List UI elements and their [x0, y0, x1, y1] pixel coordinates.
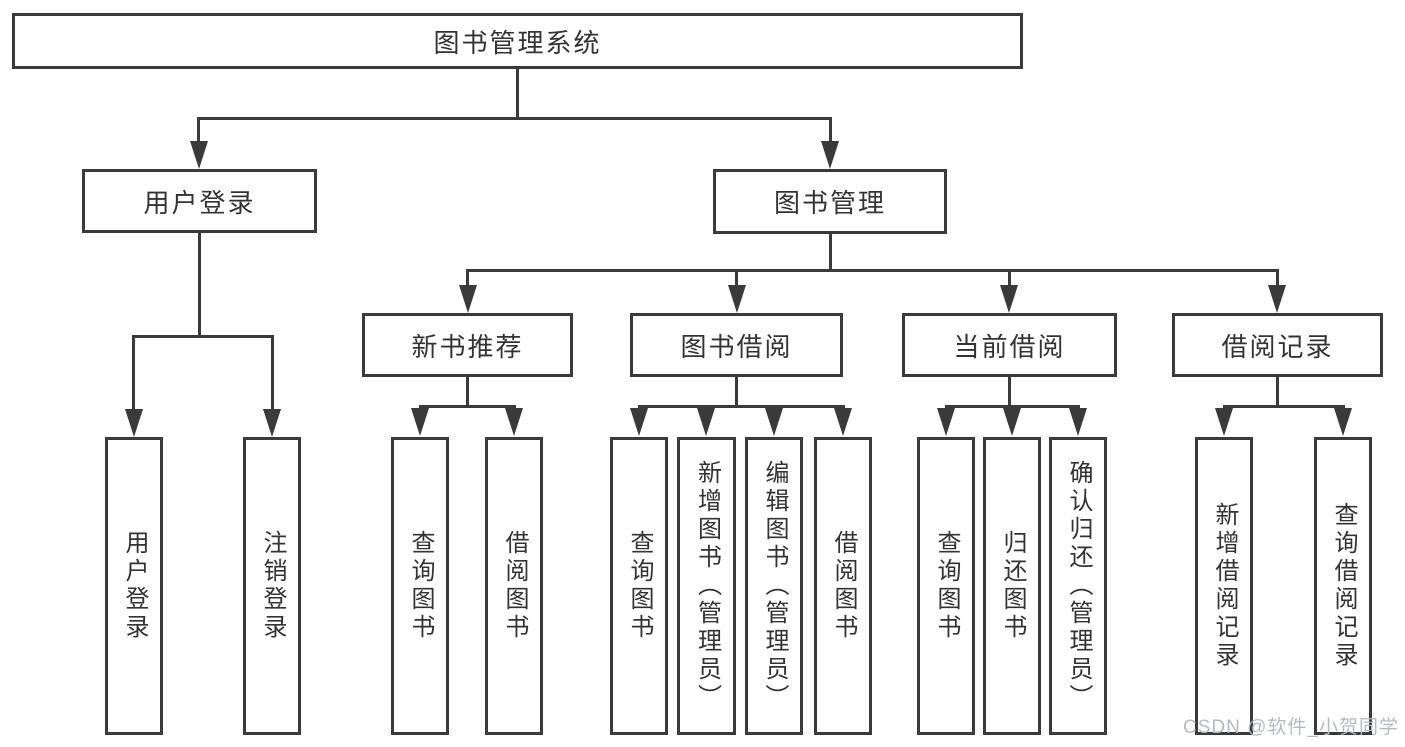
node-book-borrowing-label: 图书借阅: [680, 331, 793, 362]
leaf-add-borrow-record-label: 新增借阅记录: [1211, 502, 1238, 670]
arrowhead-down-icon: [728, 285, 746, 313]
connector-line: [735, 377, 738, 407]
connector-line: [466, 377, 469, 407]
leaf-add-books-admin-label: 新增图书（管理员）: [693, 460, 721, 712]
connector-line: [132, 335, 135, 411]
connector-line: [829, 234, 832, 271]
node-book-management-label: 图书管理: [773, 188, 886, 218]
connector-line: [271, 335, 274, 411]
connector-line: [132, 335, 274, 338]
connector-line: [1008, 269, 1011, 287]
leaf-query-books-1-label: 查询图书: [407, 530, 434, 642]
connector-line: [945, 405, 1080, 408]
leaf-query-books-2: 查询图书: [610, 437, 668, 735]
arrowhead-down-icon: [411, 408, 429, 436]
node-user-login-label: 用户登录: [143, 187, 256, 218]
connector-line: [198, 233, 201, 337]
leaf-edit-books-admin-label: 编辑图书（管理员）: [761, 460, 788, 712]
arrowhead-down-icon: [1069, 408, 1087, 436]
leaf-user-login: 用户登录: [105, 437, 163, 735]
arrowhead-down-icon: [1215, 408, 1233, 436]
arrowhead-down-icon: [834, 408, 852, 436]
node-new-book-recommend-label: 新书推荐: [411, 331, 524, 362]
node-root: 图书管理系统: [12, 13, 1023, 69]
connector-line: [1276, 377, 1279, 407]
connector-line: [466, 269, 1279, 272]
connector-line: [735, 269, 738, 287]
node-new-book-recommend: 新书推荐: [362, 313, 573, 377]
leaf-query-borrow-record-label: 查询借阅记录: [1330, 502, 1357, 670]
arrowhead-down-icon: [630, 408, 648, 436]
leaf-query-borrow-record: 查询借阅记录: [1314, 437, 1372, 735]
arrowhead-down-icon: [821, 141, 839, 169]
node-current-borrowing-label: 当前借阅: [953, 331, 1066, 362]
arrowhead-down-icon: [190, 141, 208, 169]
leaf-query-books-2-label: 查询图书: [626, 530, 653, 642]
node-current-borrowing: 当前借阅: [902, 313, 1117, 377]
connector-line: [1276, 269, 1279, 287]
arrowhead-down-icon: [1334, 408, 1352, 436]
arrowhead-down-icon: [937, 408, 955, 436]
leaf-logout-label: 注销登录: [259, 530, 286, 642]
leaf-edit-books-admin: 编辑图书（管理员）: [745, 437, 803, 735]
connector-line: [197, 117, 832, 120]
arrowhead-down-icon: [1003, 408, 1021, 436]
leaf-borrow-books-2-label: 借阅图书: [830, 530, 857, 642]
arrowhead-down-icon: [765, 408, 783, 436]
node-borrowing-records-label: 借阅记录: [1221, 331, 1334, 362]
leaf-borrow-books-1: 借阅图书: [485, 437, 543, 735]
connector-line: [516, 69, 519, 119]
leaf-query-books-3-label: 查询图书: [933, 530, 960, 642]
leaf-confirm-return-admin: 确认归还（管理员）: [1049, 437, 1107, 735]
leaf-add-books-admin: 新增图书（管理员）: [677, 437, 736, 735]
leaf-logout: 注销登录: [243, 437, 301, 735]
leaf-user-login-label: 用户登录: [121, 530, 148, 642]
connector-line: [197, 117, 200, 143]
arrowhead-down-icon: [459, 285, 477, 313]
connector-line: [1008, 377, 1011, 407]
connector-line: [1223, 405, 1345, 408]
leaf-return-books-label: 归还图书: [999, 530, 1026, 642]
csdn-watermark: CSDN @软件_小贺同学: [1183, 717, 1399, 738]
node-book-management: 图书管理: [713, 169, 947, 234]
arrowhead-down-icon: [1268, 285, 1286, 313]
leaf-borrow-books-2: 借阅图书: [814, 437, 872, 735]
connector-line: [829, 117, 832, 143]
arrowhead-down-icon: [1000, 285, 1018, 313]
node-borrowing-records: 借阅记录: [1172, 313, 1383, 377]
leaf-query-books-1: 查询图书: [391, 437, 449, 735]
connector-line: [638, 405, 845, 408]
leaf-query-books-3: 查询图书: [917, 437, 975, 735]
leaf-return-books: 归还图书: [983, 437, 1041, 735]
leaf-add-borrow-record: 新增借阅记录: [1195, 437, 1253, 735]
arrowhead-down-icon: [697, 408, 715, 436]
leaf-borrow-books-1-label: 借阅图书: [501, 530, 528, 642]
arrowhead-down-icon: [125, 409, 143, 437]
arrowhead-down-icon: [505, 408, 523, 436]
node-root-label: 图书管理系统: [433, 27, 602, 58]
arrowhead-down-icon: [263, 409, 281, 437]
node-user-login: 用户登录: [82, 169, 317, 233]
connector-line: [466, 269, 469, 287]
node-book-borrowing: 图书借阅: [630, 313, 843, 377]
connector-line: [419, 405, 516, 408]
leaf-confirm-return-admin-label: 确认归还（管理员）: [1065, 460, 1092, 712]
